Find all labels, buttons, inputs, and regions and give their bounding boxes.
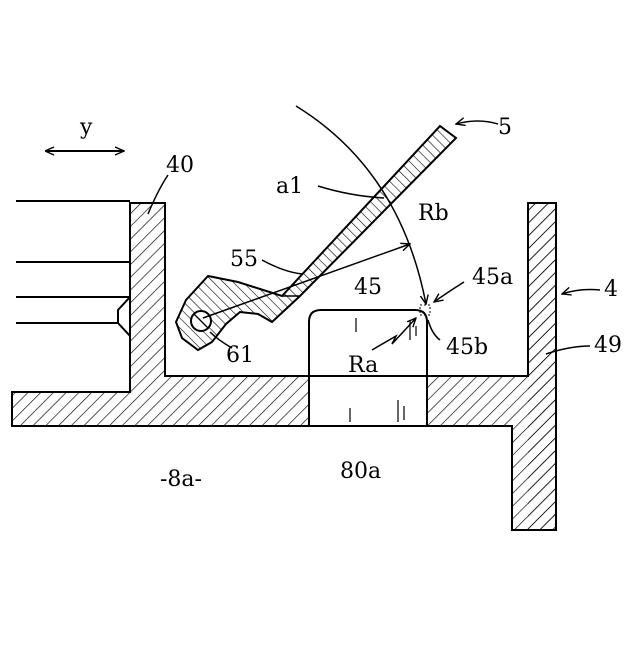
label-45a: 45a (472, 265, 513, 290)
label-80a: 80a (340, 459, 381, 484)
leader-4 (562, 290, 600, 295)
label-8a: -8a- (160, 467, 202, 492)
leader-5 (456, 121, 498, 124)
leader-45a (434, 282, 464, 302)
label-rb: Rb (418, 201, 449, 226)
label-49: 49 (594, 333, 622, 358)
base-body (12, 203, 556, 530)
label-4: 4 (604, 277, 618, 302)
label-61: 61 (226, 343, 254, 368)
label-45: 45 (354, 275, 382, 300)
leader-55 (262, 260, 302, 274)
label-5: 5 (498, 115, 512, 140)
leader-45b (428, 320, 440, 340)
label-a1: a1 (276, 174, 303, 199)
label-40: 40 (166, 153, 194, 178)
label-45b: 45b (446, 335, 488, 360)
label-ra: Ra (348, 353, 378, 378)
block-80a (309, 376, 427, 426)
wall-49 (528, 203, 556, 530)
label-55: 55 (230, 247, 258, 272)
label-y: y (79, 115, 93, 140)
left-plate-stack (16, 201, 130, 392)
